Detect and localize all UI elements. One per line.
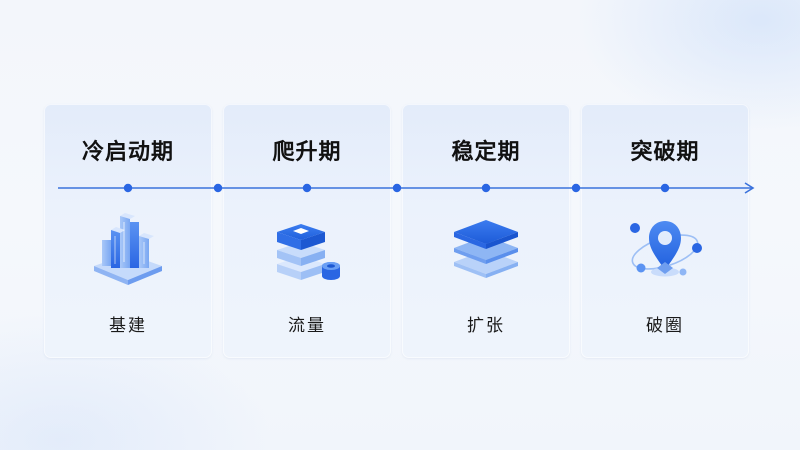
stage-title: 爬升期	[272, 140, 342, 165]
stage-title: 稳定期	[451, 140, 521, 165]
stage-label: 破圈	[646, 316, 684, 336]
layers-icon	[446, 210, 526, 290]
stage-card-1: 冷启动期	[44, 104, 212, 358]
stage-card-4: 突破期	[581, 104, 749, 358]
stage-label: 流量	[288, 316, 326, 336]
database-stack-icon	[267, 210, 347, 290]
location-orbit-icon	[625, 210, 705, 290]
stage-label: 基建	[109, 316, 147, 336]
timeline-dot	[571, 183, 581, 193]
timeline-dot	[213, 183, 223, 193]
stage-title: 冷启动期	[81, 140, 174, 165]
buildings-icon	[88, 210, 168, 290]
timeline-dot	[392, 183, 402, 193]
stage-card-3: 稳定期 扩张	[402, 104, 570, 358]
stage-card-2: 爬升期	[223, 104, 391, 358]
stage-label: 扩张	[467, 316, 505, 336]
stage-title: 突破期	[630, 140, 700, 165]
